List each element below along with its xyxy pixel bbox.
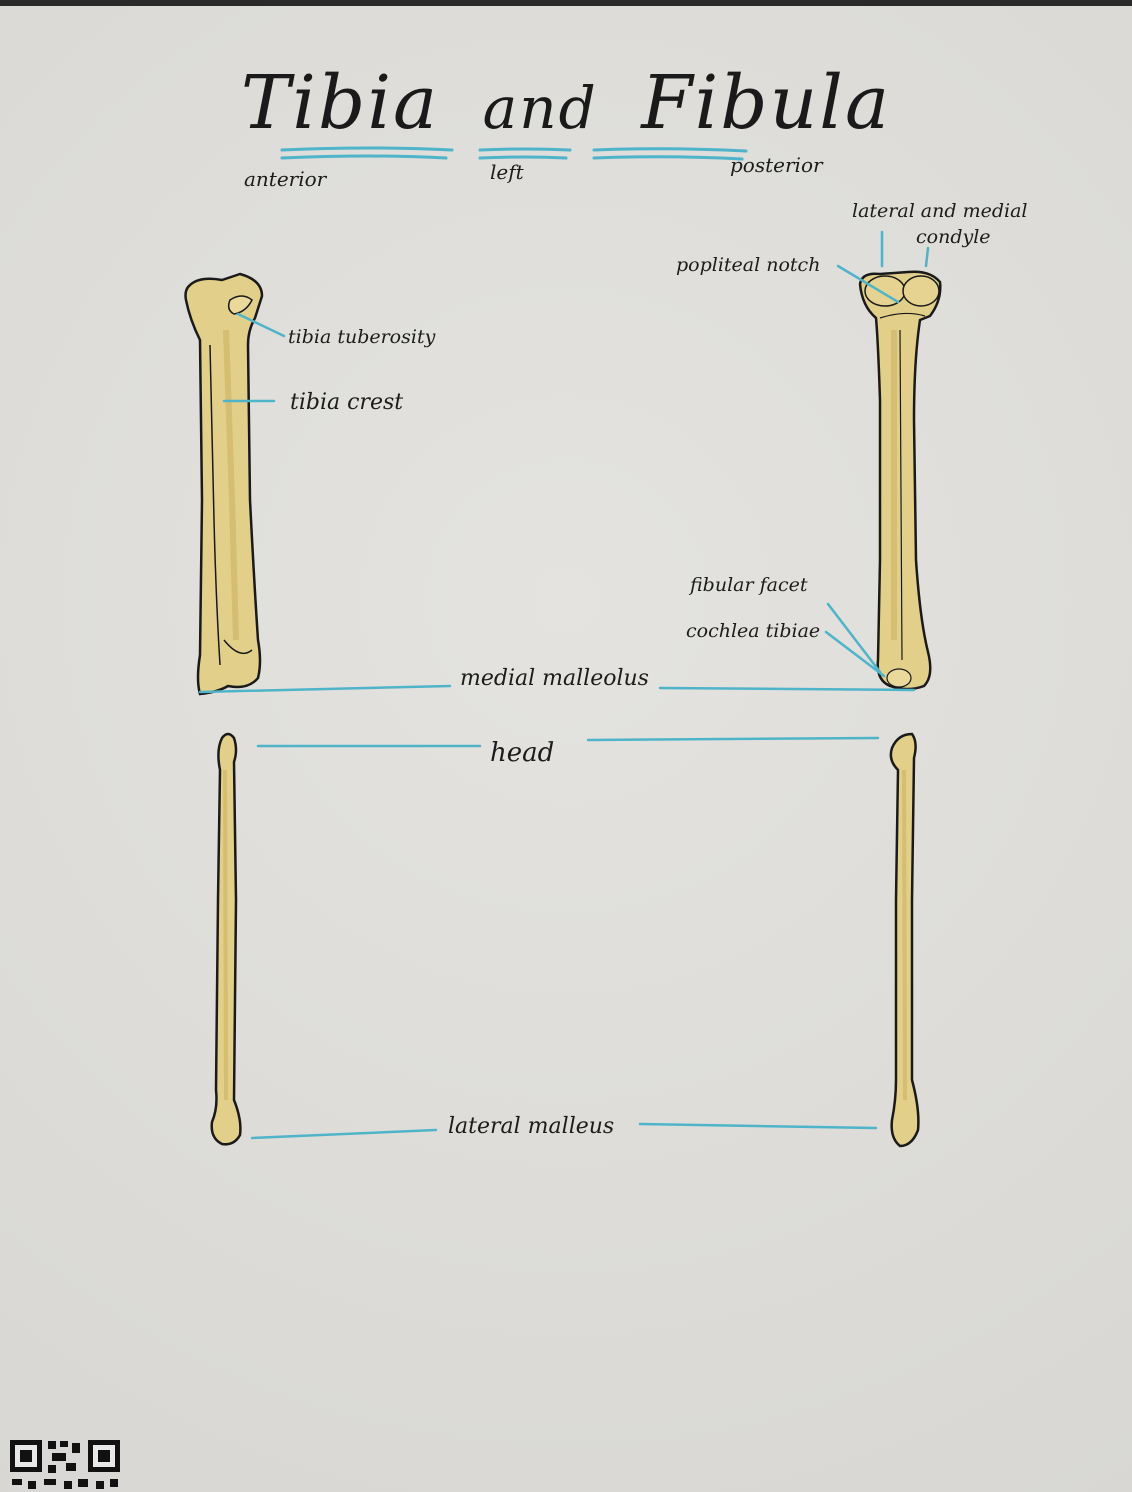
- tibia-posterior-illustration: [860, 272, 940, 689]
- view-label-anterior: anterior: [244, 167, 326, 191]
- label-medial-malleolus: medial malleolus: [460, 666, 649, 691]
- fibula-posterior-illustration: [891, 734, 919, 1146]
- label-popliteal-notch: popliteal notch: [676, 254, 820, 276]
- view-label-posterior: posterior: [730, 153, 823, 177]
- label-tibia-crest: tibia crest: [290, 390, 403, 415]
- label-head: head: [490, 738, 554, 768]
- view-label-left: left: [490, 160, 524, 184]
- label-lateral-medial-condyle-line2: condyle: [916, 226, 991, 248]
- label-lateral-malleus: lateral malleus: [448, 1114, 614, 1139]
- qr-code-graphic: [8, 1437, 122, 1492]
- title-underlines: [282, 148, 746, 159]
- label-fibular-facet: fibular facet: [690, 574, 807, 596]
- label-tibia-tuberosity: tibia tuberosity: [288, 326, 435, 348]
- label-lateral-medial-condyle-line1: lateral and medial: [852, 200, 1027, 222]
- label-cochlea-tibiae: cochlea tibiae: [686, 620, 820, 642]
- tibia-anterior-illustration: [186, 274, 263, 694]
- fibula-anterior-illustration: [212, 734, 241, 1144]
